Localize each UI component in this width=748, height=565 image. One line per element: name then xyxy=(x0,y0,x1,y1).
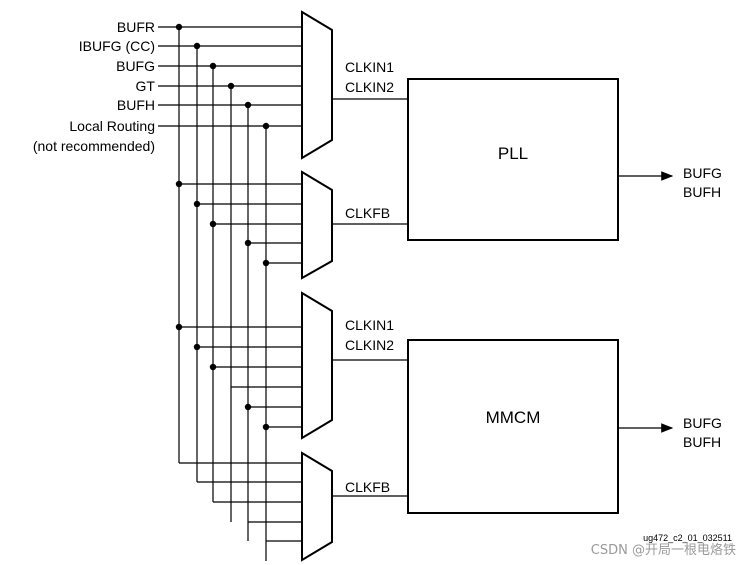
mux4-input-lines xyxy=(179,462,302,542)
mmcm-title: MMCM xyxy=(486,408,541,427)
input-label-bufh: BUFH xyxy=(117,97,155,113)
pll-block xyxy=(407,78,619,241)
mmcm-output-bufh: BUFH xyxy=(683,434,721,450)
pll-output-bufg: BUFG xyxy=(683,165,722,181)
input-label-bufg: BUFG xyxy=(116,58,155,74)
pll-clkin2-label: CLKIN2 xyxy=(345,79,394,95)
pll-clkfb-label: CLKFB xyxy=(345,205,390,221)
mux-pll-clkin xyxy=(301,10,333,160)
input-lines xyxy=(158,26,302,127)
pll-clkin1-label: CLKIN1 xyxy=(345,59,394,75)
pll-title: PLL xyxy=(498,144,528,163)
mmcm-clkfb-label: CLKFB xyxy=(345,479,390,495)
input-label-gt: GT xyxy=(136,78,156,94)
mmcm-clkin1-label: CLKIN1 xyxy=(345,317,394,333)
input-label-ibufg-cc: IBUFG (CC) xyxy=(79,38,155,54)
mux-mmcm-clkfb xyxy=(301,451,333,562)
input-label-bufr: BUFR xyxy=(117,19,155,35)
watermark: CSDN @开局一根电烙铁 xyxy=(591,542,736,558)
mux2-input-lines xyxy=(179,183,302,264)
figure-id: ug472_c2_01_032511 xyxy=(643,533,732,543)
junction-dots xyxy=(175,23,270,431)
mux-output-lines xyxy=(332,98,408,497)
mux-pll-clkfb xyxy=(301,170,333,280)
mux-mmcm-clkin xyxy=(301,291,333,440)
input-label-local-routing: Local Routing xyxy=(69,118,155,134)
pll-output-bufh: BUFH xyxy=(683,184,721,200)
mmcm-block xyxy=(407,339,619,514)
input-label-not-recommended: (not recommended) xyxy=(33,138,155,154)
mmcm-output-bufg: BUFG xyxy=(683,415,722,431)
mmcm-clkin2-label: CLKIN2 xyxy=(345,337,394,353)
mux3-input-lines xyxy=(179,326,302,428)
vertical-bus-lines xyxy=(178,27,267,561)
